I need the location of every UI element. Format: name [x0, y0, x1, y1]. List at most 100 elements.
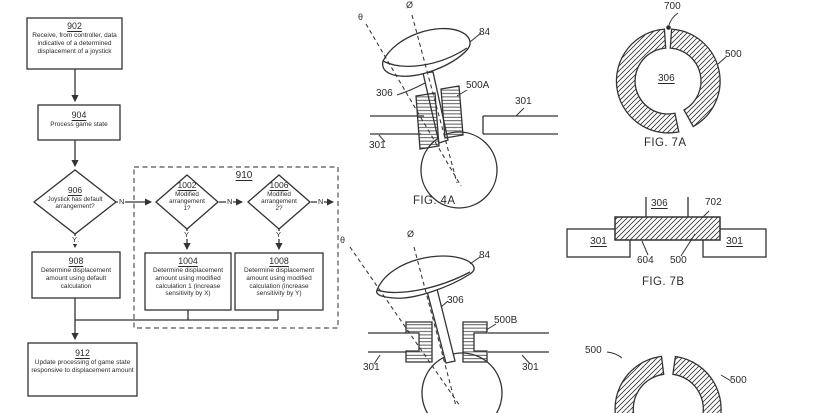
leader-306 [440, 300, 449, 308]
fig4a-ref-301-right: 301 [515, 96, 532, 107]
leader-301-right [521, 354, 531, 365]
fig7b-ref-604: 604 [637, 255, 654, 266]
node-904-text: Process game state [50, 121, 108, 129]
branch-no-1002: N [226, 197, 234, 206]
branch-yes-906: Y [71, 235, 79, 244]
theta-axis [365, 23, 462, 187]
phi-axis [411, 14, 458, 184]
node-1006-text: Modified arrangement 2? [261, 190, 297, 212]
joystick-cap [376, 255, 475, 299]
ring-sector-left [615, 28, 680, 134]
collar-500a-left [415, 92, 440, 150]
leader-500-right [720, 374, 732, 382]
fig4b-lineart [349, 246, 549, 413]
node-1004: 1004 Determine displacement amount using… [147, 256, 229, 298]
node-902-text: Receive, from controller, data indicativ… [32, 32, 117, 55]
node-1002: 1002 Modified arrangement 1? [165, 180, 209, 212]
group-910-number: 910 [235, 170, 253, 181]
fig4a-phi-label: Ø [406, 0, 414, 10]
node-1002-text: Modified arrangement 1? [169, 190, 205, 212]
leader-702 [701, 210, 710, 219]
node-906: 906 Joystick has default arrangement? [42, 185, 108, 210]
fig7b-ref-306: 306 [651, 198, 668, 209]
leader-306 [396, 82, 426, 96]
joystick-cap [382, 27, 471, 77]
node-902-number: 902 [67, 21, 82, 31]
leader-500a [456, 89, 468, 97]
node-912: 912 Update processing of game state resp… [30, 348, 135, 375]
leader-84 [469, 256, 481, 265]
node-1008: 1008 Determine displacement amount using… [237, 256, 321, 298]
branch-yes-1002: Y [183, 230, 191, 239]
fig7b-ref-301-left: 301 [590, 236, 607, 247]
fig7a-caption: FIG. 7A [644, 137, 687, 149]
leader-500-left [606, 351, 623, 359]
fig7a-ref-306: 306 [658, 73, 675, 84]
box-904 [37, 104, 121, 141]
node-1004-number: 1004 [178, 256, 198, 266]
bracket-500b-left [405, 321, 433, 363]
fig7c-ref-500-left: 500 [585, 345, 602, 356]
box-912 [27, 342, 138, 397]
node-906-text: Joystick has default arrangement? [47, 195, 103, 210]
fig7c-lineart [606, 351, 732, 413]
fig4a-lineart [365, 14, 558, 209]
bracket-500b-right [462, 321, 488, 363]
leader-301-left [373, 354, 381, 365]
flowchart-lineart [26, 17, 339, 397]
fig7b-ref-301-right: 301 [726, 236, 743, 247]
fig7a-ref-700: 700 [664, 1, 681, 12]
fig4b-theta-label: θ [340, 235, 346, 245]
fig4b-ref-301-right: 301 [522, 362, 539, 373]
fig4a-ref-306: 306 [376, 88, 393, 99]
ring-sector-right [669, 28, 721, 128]
fig7b-ref-500: 500 [670, 255, 687, 266]
fig4a-theta-label: θ [358, 12, 364, 22]
fig4a-ref-84: 84 [479, 27, 491, 38]
theta-axis [349, 246, 461, 407]
box-1008 [234, 252, 324, 311]
fig4b-phi-label: Ø [407, 229, 415, 239]
node-904-number: 904 [71, 110, 87, 120]
fig4b-ref-301-left: 301 [363, 362, 380, 373]
fig4a-ref-500a: 500A [466, 80, 490, 91]
leader-84 [469, 32, 482, 43]
fig4a-caption: FIG. 4A [413, 195, 456, 207]
diamond-1006 [247, 174, 311, 230]
node-908-text: Determine displacement amount using defa… [40, 267, 112, 290]
branch-no-1006: N [317, 197, 325, 206]
fig7b-caption: FIG. 7B [642, 276, 685, 288]
fig7c-ref-500-right: 500 [730, 375, 747, 386]
leader-604 [641, 240, 649, 256]
leader-500 [717, 56, 727, 65]
node-908-number: 908 [68, 256, 84, 266]
node-912-number: 912 [75, 348, 90, 358]
split-ring [614, 355, 722, 413]
node-1008-number: 1008 [269, 256, 289, 266]
leader-700 [668, 12, 679, 26]
fig7a-lineart [615, 12, 727, 134]
fig4b-ref-84: 84 [479, 250, 491, 261]
branch-no-906: N [118, 197, 126, 206]
leader-500b [485, 323, 497, 331]
node-904: 904 Process game state [40, 110, 118, 129]
node-1004-text: Determine displacement amount using modi… [152, 267, 224, 298]
node-1002-number: 1002 [177, 180, 197, 190]
fig4b-ref-500b: 500B [494, 315, 518, 326]
node-1006-number: 1006 [269, 180, 289, 190]
collar-500a-right [440, 85, 464, 139]
node-1008-text: Determine displacement amount using modi… [243, 267, 315, 298]
ring-bar [614, 216, 721, 241]
diamond-1002 [155, 174, 219, 230]
node-1006: 1006 Modified arrangement 2? [257, 180, 301, 212]
node-912-text: Update processing of game state responsi… [31, 359, 134, 375]
node-908: 908 Determine displacement amount using … [34, 256, 118, 290]
fig7b-lineart [566, 197, 767, 258]
node-902: 902 Receive, from controller, data indic… [29, 21, 120, 55]
branch-yes-1006: Y [275, 230, 283, 239]
leader-301-right [515, 107, 525, 117]
joystick-ball [421, 352, 503, 413]
phi-axis [413, 246, 457, 407]
